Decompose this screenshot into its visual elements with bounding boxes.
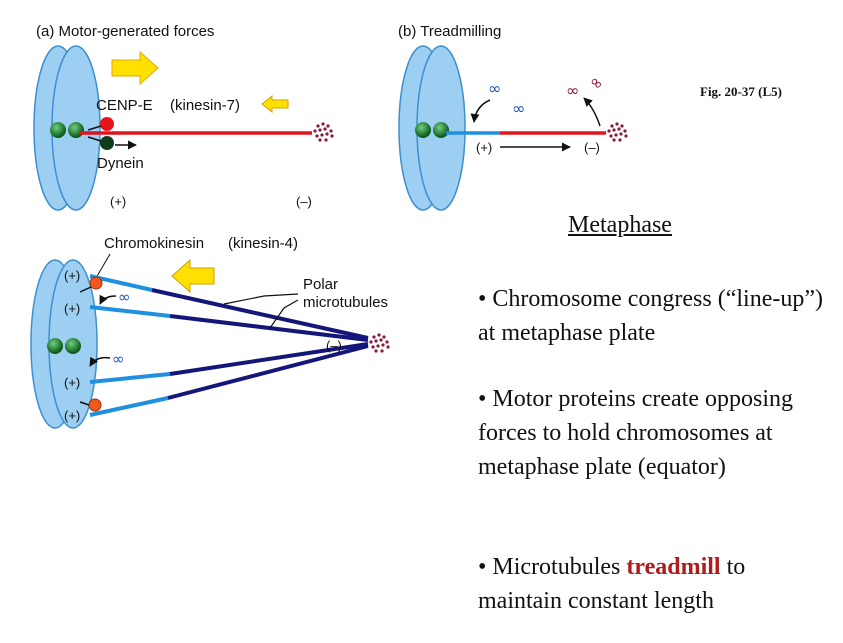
plus-end-label-c: (+)	[64, 301, 80, 316]
chromokinesin-motor	[89, 276, 103, 290]
plus-end-label-c: (+)	[64, 268, 80, 283]
slide-title: Metaphase	[568, 212, 672, 238]
centrosome-b	[607, 121, 629, 143]
centrosome-a	[313, 121, 335, 143]
addition-arrow	[470, 99, 491, 123]
figure-reference: Fig. 20-37 (L5)	[700, 84, 782, 99]
cenpe-label: CENP-E	[96, 97, 153, 114]
cenpe-motor	[100, 117, 114, 131]
addition-arrow	[89, 356, 111, 367]
loss-arrow	[583, 97, 601, 127]
panel-b-label: (b) Treadmilling	[398, 23, 501, 40]
plus-end-label-b: (+)	[476, 140, 492, 155]
tubulin-dimer-icon: ∞	[585, 71, 607, 94]
tubulin-dimer-icon: ∞	[512, 99, 525, 118]
bullet-treadmill-pre: • Microtubules	[478, 554, 627, 580]
plus-end-label: (+)	[110, 194, 126, 209]
chromokinesin-leader	[95, 253, 111, 279]
chromosome-a	[33, 45, 101, 211]
centrosome-c	[369, 332, 391, 354]
bullet-treadmill-post: to maintain constant length	[478, 554, 746, 614]
chromokinesin-motor	[88, 398, 102, 412]
kinetochore	[50, 122, 66, 138]
kinetochore	[415, 122, 431, 138]
tubulin-dimer-icon: ∞	[118, 288, 131, 306]
chromokinesin-label: Chromokinesin	[104, 235, 204, 252]
kinesin7-label: (kinesin-7)	[170, 97, 240, 114]
plus-end-label-c: (+)	[64, 408, 80, 423]
minus-end-label-c: (–)	[326, 338, 342, 353]
dynein-label: Dynein	[97, 155, 144, 172]
yellow-arrow-left	[171, 258, 215, 294]
chromosome-c	[30, 259, 98, 429]
chromosome-b	[398, 45, 466, 211]
plus-end-label-c: (+)	[64, 375, 80, 390]
kinetochore	[433, 122, 449, 138]
minus-end-label: (–)	[296, 194, 312, 209]
bullet-motor-proteins: • Motor proteins create opposing forces …	[478, 386, 793, 480]
kinetochore	[68, 122, 84, 138]
kinetochore	[47, 338, 63, 354]
kinesin4-label: (kinesin-4)	[228, 235, 298, 252]
yellow-arrow-left-small	[261, 94, 289, 114]
polar-label-line2: microtubules	[303, 294, 388, 311]
addition-arrow	[99, 294, 117, 305]
tubulin-dimer-icon: ∞	[112, 350, 125, 368]
tubulin-dimer-icon: ∞	[566, 81, 579, 100]
bullet-treadmill: • Microtubules treadmill to maintain con…	[478, 550, 833, 618]
panel-a-label: (a) Motor-generated forces	[36, 23, 214, 40]
dynein-motor	[100, 136, 114, 150]
kinetochore	[65, 338, 81, 354]
polar-leader	[223, 293, 299, 305]
yellow-arrow-right	[111, 50, 159, 86]
bullet-congress: • Chromosome congress (“line-up”) at met…	[478, 286, 823, 346]
polar-label-line1: Polar	[303, 276, 338, 293]
treadmill-highlight: treadmill	[626, 554, 721, 580]
minus-end-label-b: (–)	[584, 140, 600, 155]
polar-leader	[269, 299, 299, 329]
tubulin-dimer-icon: ∞	[488, 79, 501, 98]
